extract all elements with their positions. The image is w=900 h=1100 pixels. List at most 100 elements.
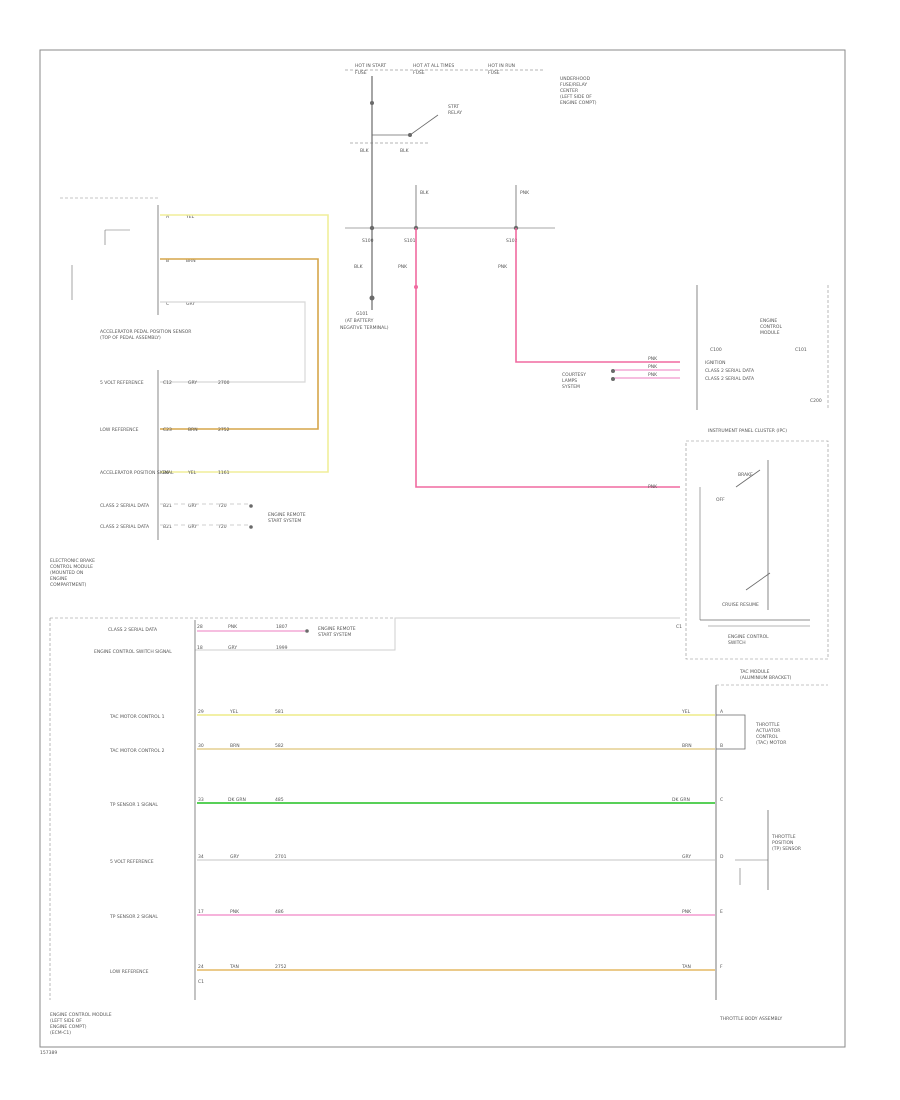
relay-label-1: STRT xyxy=(448,104,459,110)
throttle-rpin-3: C xyxy=(720,797,723,803)
throttle-label-1: TAC MOTOR CONTROL 1 xyxy=(109,714,165,720)
ecm-row-label-4: CLASS 2 SERIAL DATA xyxy=(100,503,150,509)
ref-note-1: ENGINE REMOTE xyxy=(268,512,306,518)
sensor-title-2: (TOP OF PEDAL ASSEMBLY) xyxy=(100,335,161,341)
fusebox-label-4: (LEFT SIDE OF xyxy=(560,94,592,100)
splice-label-2: S101 xyxy=(404,238,416,244)
throttle-row-5: TP SENSOR 2 SIGNAL 17 PNK 486 PNK E xyxy=(109,909,723,920)
throttle-pin-1: 29 xyxy=(198,709,204,715)
tac-module-label-2: (ALUMINIUM BRACKET) xyxy=(740,675,792,681)
ecm-title-5: COMPARTMENT) xyxy=(50,582,86,588)
ecm-title-4: ENGINE xyxy=(50,576,67,582)
top-fuse-area: HOT IN START HOT AT ALL TIMES HOT IN RUN… xyxy=(340,63,597,331)
lower-ref-arrow xyxy=(305,629,309,633)
sensor-code-a: YEL xyxy=(185,214,195,220)
lower-row-pin-1: 28 xyxy=(197,624,203,630)
sensor-pin-a: A xyxy=(166,214,170,220)
ecm-row-label-1: 5 VOLT REFERENCE xyxy=(100,380,144,386)
throttle-rpin-2: B xyxy=(720,743,723,749)
ecm-title-3: (MOUNTED ON xyxy=(50,570,83,576)
left-upper-section: A YEL B BRN C GRY ACCELERATOR PEDAL POSI… xyxy=(50,197,329,588)
ipc-label: INSTRUMENT PANEL CLUSTER (IPC) xyxy=(708,428,787,434)
ecm-row-pin-2: C23 xyxy=(163,427,172,433)
tac-motor-symbol xyxy=(716,714,746,750)
pink-wire-junction xyxy=(414,285,418,289)
throttle-label-3: TP SENSOR 1 SIGNAL xyxy=(109,802,158,808)
throttle-rpin-5: E xyxy=(720,909,723,915)
splice-s100 xyxy=(369,225,375,231)
right-module-section: ENGINE CONTROL MODULE C100 C101 IGNITION… xyxy=(562,285,829,660)
tp-sensor-label-1: THROTTLE xyxy=(771,834,796,840)
lower-ref-note-1: ENGINE REMOTE xyxy=(318,626,356,632)
wire-code-top-1: BLK xyxy=(360,148,370,154)
module-pin-c100: C100 xyxy=(710,347,722,353)
tp-sensor-label-2: POSITION xyxy=(772,840,793,846)
module-row-2: CLASS 2 SERIAL DATA xyxy=(705,368,755,374)
footer-code: 157389 xyxy=(40,1050,57,1056)
ecm-row-code-2: BRN xyxy=(188,427,198,433)
stub-note-2: PNK xyxy=(520,190,530,196)
relay-label-2: RELAY xyxy=(448,110,462,116)
ecm-switch-wire xyxy=(195,617,680,651)
relay-terminal-1 xyxy=(370,101,374,105)
ground-symbol xyxy=(369,295,375,301)
throttle-ckt-5: 486 xyxy=(275,909,284,915)
ecm-row-code-1: GRY xyxy=(188,380,197,386)
pink-wire-ipc xyxy=(415,228,680,488)
throttle-ckt-1: 581 xyxy=(275,709,284,715)
throttle-row-2: TAC MOTOR CONTROL 2 30 BRN 582 BRN B xyxy=(109,743,723,754)
ecm-row-ckt-1: 2700 xyxy=(218,380,230,386)
module-pin-c200: C200 xyxy=(810,398,822,404)
ecm-row-code-4: GRY xyxy=(188,503,197,509)
fuse-label-run: HOT IN RUN xyxy=(488,63,515,69)
tac-module-label-1: TAC MODULE xyxy=(739,669,770,675)
lower-row-pin-2: 18 xyxy=(197,645,203,651)
throttle-rcode-5: PNK xyxy=(682,909,692,915)
ecm-row-pin-5: B21 xyxy=(163,524,172,530)
ipc-switch-2 xyxy=(745,572,771,591)
throttle-pin-6: 24 xyxy=(198,964,204,970)
ecm-row-ckt-3: 1161 xyxy=(218,470,230,476)
throttle-rpin-6: F xyxy=(720,964,723,970)
tac-motor-label-1: THROTTLE xyxy=(755,722,780,728)
lower-row-ckt-1: 1807 xyxy=(276,624,288,630)
ecm-row-ckt-2: 2752 xyxy=(218,427,230,433)
ipc-switch-label-1: BRAKE xyxy=(738,472,753,478)
throttle-code-2: BRN xyxy=(230,743,240,749)
ground-label-2: (AT BATTERY xyxy=(345,318,374,324)
fusebox-label-3: CENTER xyxy=(560,88,578,94)
ecm-row-ckt-4: 720 xyxy=(218,503,227,509)
throttle-code-1: YEL xyxy=(229,709,239,715)
throttle-code-4: GRY xyxy=(230,854,239,860)
lower-ref-note-2: START SYSTEM xyxy=(318,632,351,638)
ecm-row-pin-1: C12 xyxy=(163,380,172,386)
sensor-code-b: BRN xyxy=(186,258,196,264)
module-pin-c101: C101 xyxy=(795,347,807,353)
sensor-code-c: GRY xyxy=(186,301,195,307)
ecm-title-2: CONTROL MODULE xyxy=(50,564,93,570)
splice-label-3: S102 xyxy=(506,238,518,244)
diagram-frame xyxy=(39,49,846,1048)
fuse-sub-3: FUSE xyxy=(488,70,500,76)
lower-row-label-1: CLASS 2 SERIAL DATA xyxy=(108,627,158,633)
ipc-switch-title-1: ENGINE CONTROL xyxy=(728,634,769,640)
throttle-row-1: TAC MOTOR CONTROL 1 29 YEL 581 YEL A xyxy=(109,709,724,720)
side-note-2: LAMPS xyxy=(562,378,577,384)
lower-ecm-label-3: ENGINE COMPT) xyxy=(50,1024,87,1030)
module-ref-arrow-1 xyxy=(611,369,615,373)
throttle-row-6: LOW REFERENCE 24 TAN 2752 TAN F xyxy=(110,964,723,975)
ipc-switch-sub: OFF xyxy=(716,497,725,503)
ref-arrow-1 xyxy=(249,504,253,508)
throttle-pin-4: 34 xyxy=(198,854,204,860)
ecm-title-1: ELECTRONIC BRAKE xyxy=(50,558,95,564)
throttle-rpin-1: A xyxy=(720,709,724,715)
throttle-code-6: TAN xyxy=(229,964,239,970)
fuse-label-start: HOT IN START xyxy=(355,63,386,69)
lower-row-code-1: PNK xyxy=(228,624,238,630)
fusebox-label-2: FUSE/RELAY xyxy=(560,82,587,88)
ecm-row-label-3: ACCELERATOR POSITION SIGNAL xyxy=(100,470,174,476)
sensor-title-1: ACCELERATOR PEDAL POSITION SENSOR xyxy=(100,329,191,335)
fusebox-label-5: ENGINE COMPT) xyxy=(560,100,597,106)
